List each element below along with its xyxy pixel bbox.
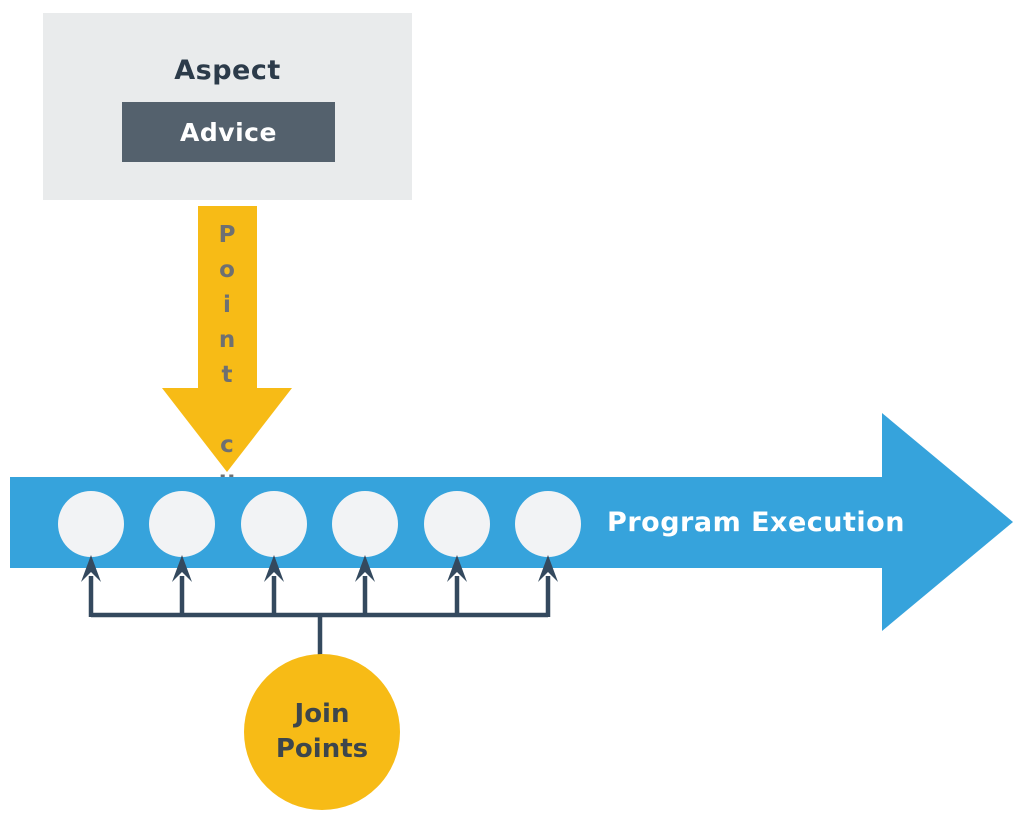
join-point-circle [149,491,215,557]
join-points-label: Join Points [275,698,369,764]
join-point-circle [58,491,124,557]
join-point-circle [332,491,398,557]
aspect-box: Aspect Advice [43,13,412,200]
aspect-title: Aspect [174,55,281,86]
join-point-circle [241,491,307,557]
pointcut-arrow-shaft [198,206,257,389]
program-execution-label-wrap: Program Execution [606,477,906,568]
advice-label: Advice [180,117,277,147]
advice-box: Advice [122,102,335,162]
join-point-circle [424,491,490,557]
join-points-circle: Join Points [244,654,400,810]
join-point-circle [515,491,581,557]
bracket-vertical-lines [88,576,551,617]
program-execution-label: Program Execution [607,507,905,538]
